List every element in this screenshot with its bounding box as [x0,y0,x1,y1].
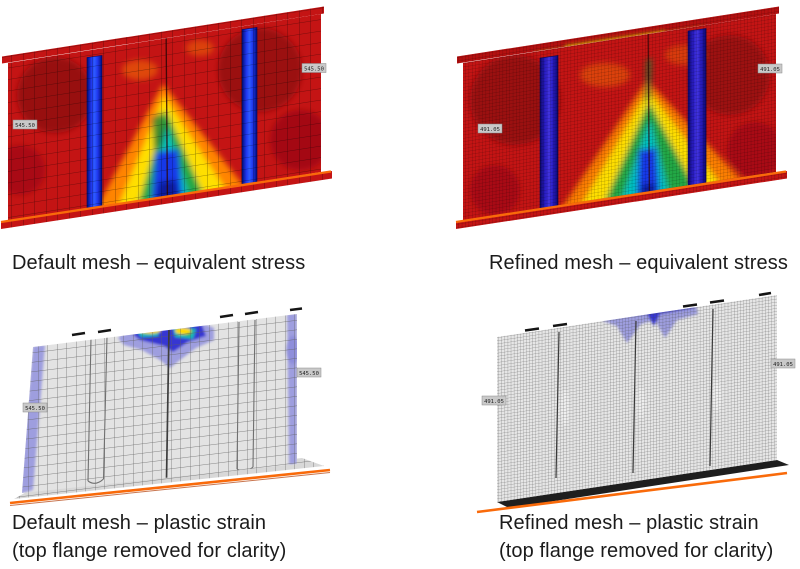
beam-web [22,314,297,493]
stiffener-outlines [87,319,256,484]
stiffener-caps [71,307,303,337]
probe-label: 545.50 [301,63,327,73]
bottom-flange-plate [476,460,789,514]
stiffener-outlines [555,308,714,479]
svg-text:545.50: 545.50 [15,123,35,129]
fea-render-default-mesh-strain: 545.50 545.50 [9,307,331,506]
probe-label: 491.05 [770,358,796,369]
beam-web [8,14,321,222]
svg-text:491.05: 491.05 [484,399,504,405]
fea-render-default-mesh-stress: 545.50 545.50 [0,6,332,229]
svg-text:491.05: 491.05 [480,127,500,133]
stiffener-caps [524,291,772,332]
probe-label: 491.05 [477,123,503,134]
probe-label: 491.05 [757,63,783,74]
svg-text:545.50: 545.50 [304,66,324,72]
svg-text:491.05: 491.05 [773,362,793,368]
caption-line-1: Default mesh – plastic strain [12,512,267,534]
fea-render-refined-mesh-stress: 491.05 491.05 [455,6,787,229]
caption-line-2: (top flange removed for clarity) [499,540,774,562]
beam-web [463,14,776,222]
caption-refined-mesh-stress: Refined mesh – equivalent stress [489,252,788,274]
svg-text:545.50: 545.50 [25,406,45,412]
probe-label: 545.50 [296,367,322,378]
probe-label: 545.50 [22,402,48,413]
caption-refined-mesh-strain: Refined mesh – plastic strain (top flang… [499,509,773,565]
svg-text:545.50: 545.50 [299,371,319,377]
probe-label: 491.05 [481,395,507,406]
probe-label: 545.50 [12,119,38,130]
caption-default-mesh-stress: Default mesh – equivalent stress [12,252,306,274]
fea-render-refined-mesh-strain: 491.05 491.05 [476,291,796,514]
caption-default-mesh-strain: Default mesh – plastic strain (top flang… [12,509,286,565]
caption-line-2: (top flange removed for clarity) [12,540,287,562]
caption-line-1: Refined mesh – plastic strain [499,512,759,534]
svg-text:491.05: 491.05 [760,67,780,73]
